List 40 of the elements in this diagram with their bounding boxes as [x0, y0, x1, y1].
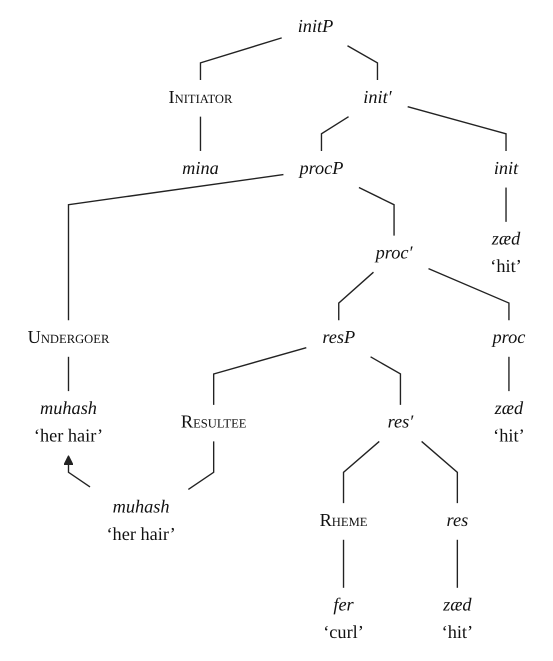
tree-node-label: init: [494, 158, 518, 178]
branch-line: [408, 106, 507, 151]
branch-line: [200, 116, 202, 151]
branch-line: [358, 186, 395, 236]
branch-line: [456, 540, 458, 588]
branch-line: [421, 440, 458, 504]
tree-node-label: init′: [363, 88, 392, 108]
branch-line: [342, 440, 380, 504]
branch-line: [370, 356, 402, 405]
tree-node-label: res′: [388, 412, 414, 432]
tree-node-label: Rheme: [320, 511, 368, 531]
branch-line: [338, 272, 374, 320]
tree-node-label: zæd ‘hit’: [493, 399, 525, 446]
branch-line: [428, 268, 510, 320]
branch-line: [320, 116, 349, 151]
tree-node-label: resP: [322, 328, 356, 348]
tree-node-label: zæd ‘hit’: [490, 230, 522, 277]
tree-node-label: procP: [299, 158, 344, 178]
branch-line: [68, 356, 70, 392]
branch-line: [505, 188, 507, 222]
tree-node-label: proc: [492, 328, 526, 348]
branch-line: [508, 356, 510, 392]
movement-arrow: [63, 455, 90, 488]
branch-line: [212, 347, 306, 405]
branch-line: [342, 540, 344, 588]
branch-line: [200, 37, 282, 80]
tree-node-label: muhash ‘her hair’: [34, 399, 104, 446]
branch-line: [347, 45, 378, 80]
tree-node-label: mina: [182, 158, 219, 178]
tree-node-label: fer ‘curl’: [323, 596, 364, 643]
branch-line: [188, 441, 214, 490]
tree-node-label: Undergoer: [28, 328, 110, 348]
tree-node-label: res: [446, 511, 468, 531]
tree-node-label: muhash ‘her hair’: [106, 497, 176, 544]
branch-line: [68, 174, 284, 320]
tree-node-label: initP: [298, 17, 334, 37]
tree-node-label: Initiator: [168, 88, 232, 108]
tree-node-label: zæd ‘hit’: [442, 596, 474, 643]
tree-node-label: Resultee: [180, 412, 246, 432]
tree-node-label: proc′: [376, 244, 412, 264]
